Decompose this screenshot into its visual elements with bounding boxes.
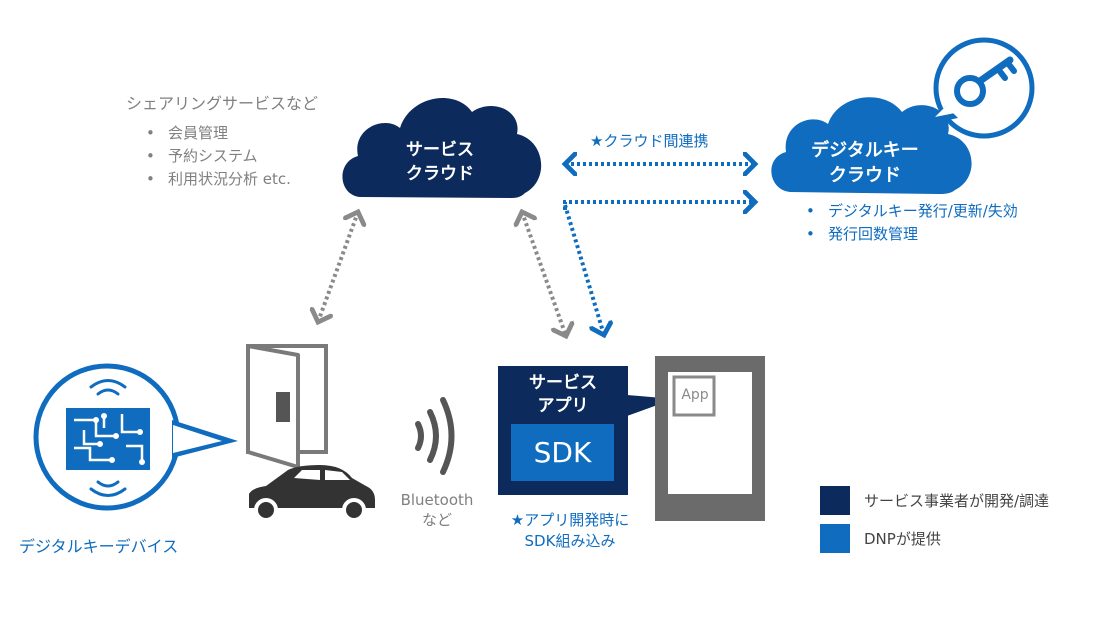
bluetooth-label: Bluetooth など (400, 491, 474, 529)
list-item: •発行回数管理 (806, 225, 919, 243)
legend-swatch (820, 486, 850, 515)
list-item: •デジタルキー発行/更新/失効 (806, 202, 1018, 220)
phone-app-label: App (681, 387, 709, 403)
legend-item-dnp: DNPが提供 (820, 524, 941, 553)
list-item: •利用状況分析 etc. (146, 170, 291, 188)
dnp-provision-arrow-down (563, 204, 604, 335)
smartphone-icon (655, 356, 765, 521)
device-signal-icon (89, 379, 127, 497)
key-icon (954, 56, 1017, 107)
legend-swatch (820, 524, 850, 553)
service-cloud-label: サービス クラウド (406, 140, 474, 184)
digital-key-cloud-shape (771, 97, 972, 194)
legend-label: サービス事業者が開発/調達 (864, 492, 1050, 510)
service-provider-list: •会員管理 •予約システム •利用状況分析 etc. (142, 122, 291, 191)
service-app-box (498, 366, 674, 495)
wireless-signal-icon (415, 397, 455, 475)
legend-item-service-provider: サービス事業者が開発/調達 (820, 486, 1049, 515)
service-cloud-shape (342, 98, 542, 198)
list-item: •会員管理 (146, 124, 229, 142)
sdk-label: SDK (533, 436, 592, 469)
circuit-board-icon (66, 408, 150, 470)
digital-key-cloud-label: デジタルキー クラウド (811, 140, 919, 186)
service-app-label: サービス アプリ (529, 373, 597, 416)
car-icon (249, 465, 375, 522)
cloud-app-arrow (522, 212, 566, 336)
device-label: デジタルキーデバイス (19, 537, 179, 556)
service-provider-title: シェアリングサービスなど (126, 94, 319, 113)
dnp-provision-arrow-right (563, 202, 755, 210)
list-item: •予約システム (146, 147, 258, 165)
sdk-note: ★アプリ開発時に SDK組み込み (510, 511, 630, 550)
digital-key-feature-list: •デジタルキー発行/更新/失効 •発行回数管理 (802, 200, 1018, 246)
door-icon (246, 344, 328, 469)
legend-label: DNPが提供 (864, 530, 941, 548)
cloud-link-label: ★クラウド間連携 (590, 132, 709, 150)
cloud-door-arrow (318, 212, 358, 322)
